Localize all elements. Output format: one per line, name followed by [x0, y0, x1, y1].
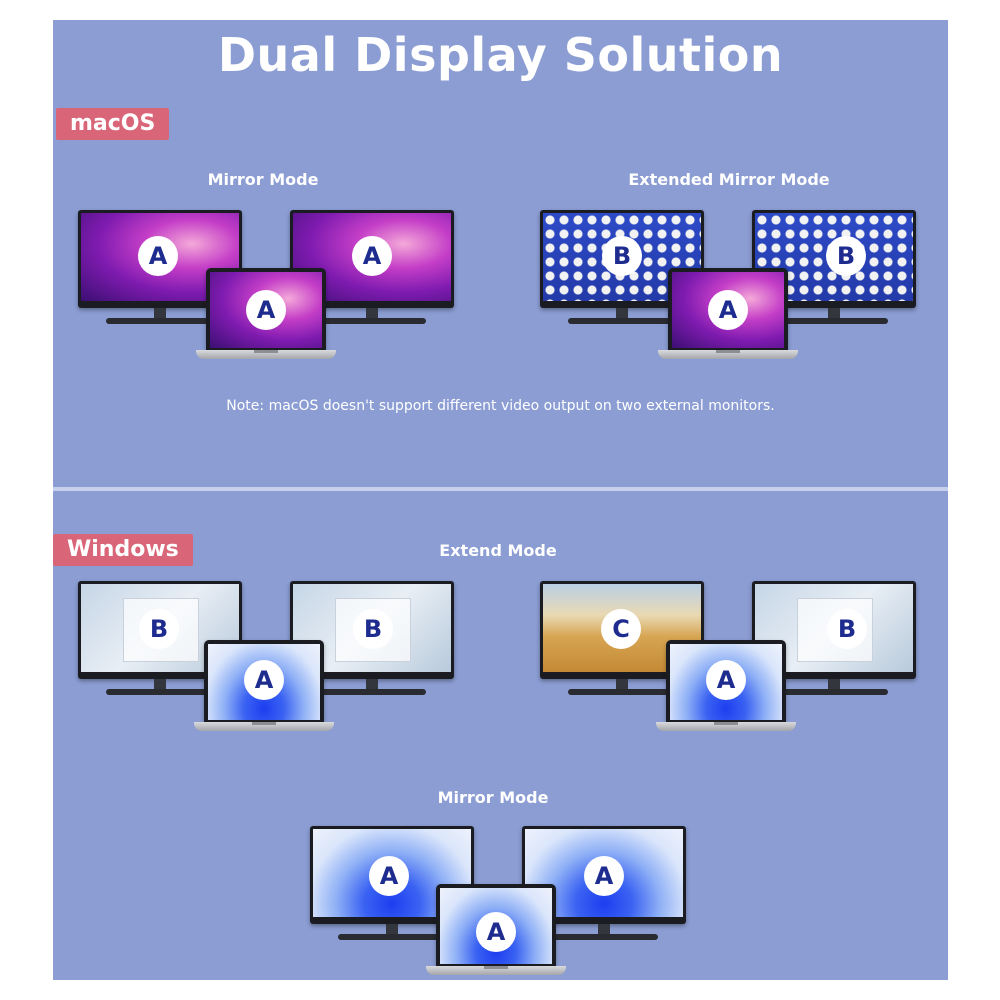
macos-mirror-mode-heading: Mirror Mode [207, 170, 319, 189]
laptop: A [196, 268, 336, 368]
windows-mirror-mode-heading: Mirror Mode [437, 788, 549, 807]
laptop: A [658, 268, 798, 368]
macos-extended-mirror-setup: B B A [540, 210, 920, 370]
display-label-badge: A [476, 912, 516, 952]
laptop: A [194, 640, 334, 740]
section-divider [53, 487, 948, 491]
windows-tag: Windows [53, 534, 193, 566]
display-label-badge: B [139, 609, 179, 649]
display-label-badge: A [246, 290, 286, 330]
laptop: A [426, 884, 566, 980]
macos-note: Note: macOS doesn't support different vi… [226, 398, 775, 414]
main-panel: Dual Display Solution macOS Mirror Mode … [53, 20, 948, 980]
external-monitor-2: A [522, 826, 686, 940]
display-label-badge: B [353, 609, 393, 649]
external-monitor-1: A [78, 210, 242, 324]
macos-extended-mirror-mode-heading: Extended Mirror Mode [628, 170, 830, 189]
display-label-badge: A [708, 290, 748, 330]
display-label-badge: A [584, 856, 624, 896]
external-monitor-2: B [290, 581, 454, 695]
display-label-badge: A [352, 236, 392, 276]
laptop: A [656, 640, 796, 740]
macos-tag: macOS [56, 108, 170, 140]
windows-extend-mode-heading: Extend Mode [439, 541, 557, 560]
page-title: Dual Display Solution [217, 28, 784, 82]
windows-mirror-setup: A A A [310, 826, 690, 980]
windows-extend-setup-1: B B A [78, 581, 458, 741]
windows-extend-setup-2: C B A [540, 581, 920, 741]
display-label-badge: A [244, 660, 284, 700]
display-label-badge: A [706, 660, 746, 700]
display-label-badge: B [827, 609, 867, 649]
macos-mirror-setup: A A A [78, 210, 458, 370]
external-monitor-1: B [540, 210, 704, 324]
display-label-badge: A [138, 236, 178, 276]
display-label-badge: C [601, 609, 641, 649]
display-label-badge: B [602, 236, 642, 276]
display-label-badge: A [369, 856, 409, 896]
display-label-badge: B [826, 236, 866, 276]
